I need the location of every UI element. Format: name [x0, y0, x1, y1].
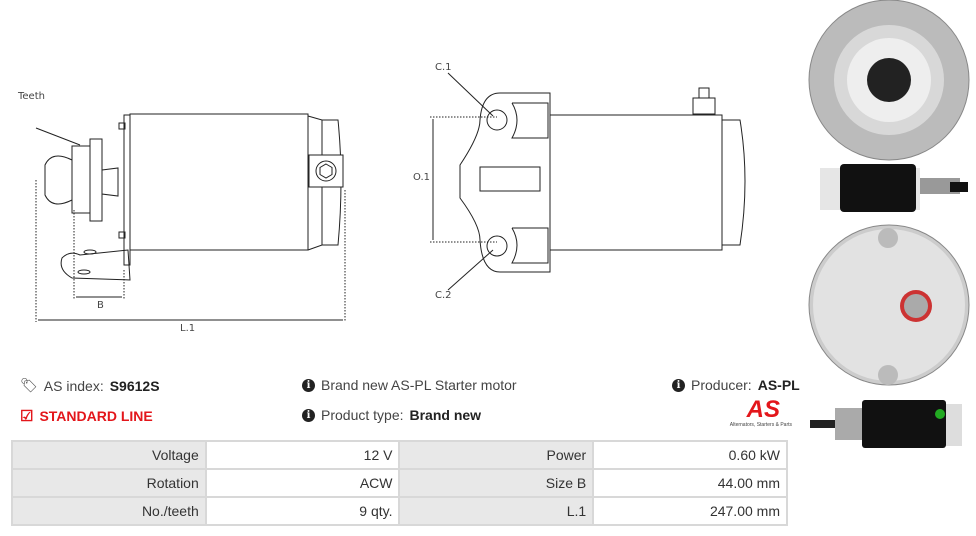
- spec-label: Voltage: [11, 440, 207, 470]
- spec-label: L.1: [398, 496, 595, 526]
- l1-dimension-label: L.1: [180, 323, 196, 334]
- c2-label: C.2: [435, 290, 452, 301]
- as-pl-logo: AS Alternators, Starters & Parts: [729, 396, 792, 429]
- side-view-drawing: [35, 113, 346, 322]
- c1-label: C.1: [435, 62, 452, 73]
- spec-value: 9 qty.: [204, 496, 401, 526]
- spec-label: Rotation: [11, 468, 207, 498]
- product-photos: [808, 0, 970, 448]
- spec-value: 247.00 mm: [592, 496, 788, 526]
- standard-line-badge: ☑ STANDARD LINE: [20, 408, 153, 425]
- info-icon: i: [302, 378, 315, 392]
- spec-value: ACW: [204, 468, 401, 498]
- spec-value: 0.60 kW: [592, 440, 788, 470]
- flange-view-drawing: [430, 72, 746, 291]
- info-icon: i: [672, 378, 685, 392]
- o1-label: O.1: [413, 172, 431, 183]
- spec-value: 44.00 mm: [592, 468, 788, 498]
- checkbox-checked-icon: ☑: [20, 408, 34, 425]
- info-icon: i: [302, 408, 315, 422]
- b-dimension-label: B: [97, 300, 104, 311]
- spec-label: No./teeth: [11, 496, 207, 526]
- spec-label: Power: [398, 440, 595, 470]
- tag-icon: 🏷: [20, 377, 38, 393]
- spec-value: 12 V: [204, 440, 401, 470]
- as-index: 🏷 AS index:S9612S: [20, 377, 160, 394]
- spec-label: Size B: [398, 468, 595, 498]
- teeth-label: Teeth: [18, 91, 45, 102]
